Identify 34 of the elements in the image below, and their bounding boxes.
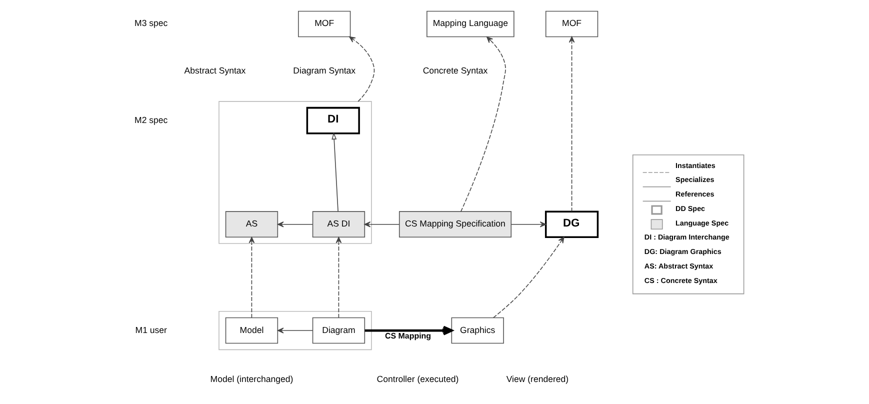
arrow	[568, 36, 575, 212]
arrow	[332, 132, 338, 212]
arrow	[248, 236, 255, 318]
arrow	[277, 328, 313, 334]
node-box: AS	[225, 211, 278, 238]
node-box: MOF	[298, 10, 351, 38]
arrow	[364, 221, 400, 228]
label: Model (interchanged)	[210, 374, 294, 384]
label: M2 spec	[134, 114, 168, 125]
arrow	[277, 221, 313, 228]
node-box: Graphics	[451, 317, 504, 344]
node-box: CS Mapping Specification	[398, 211, 512, 238]
node-box: MOF	[545, 10, 598, 38]
label: Concrete Syntax	[422, 65, 488, 76]
node-box: AS DI	[312, 211, 366, 238]
arrow	[349, 36, 375, 102]
node-box: Model	[225, 317, 278, 344]
label: Diagram Syntax	[293, 65, 356, 76]
arrow	[493, 236, 564, 318]
arrow	[510, 221, 546, 228]
node-box: Mapping Language	[426, 10, 514, 38]
label: M1 user	[135, 324, 167, 335]
label: View (rendered)	[506, 374, 569, 384]
arrow	[336, 236, 342, 318]
arrow	[364, 326, 453, 336]
edge-label: CS Mapping	[385, 331, 432, 340]
label: Controller (executed)	[376, 374, 459, 384]
node-box: Diagram	[312, 317, 366, 344]
label: Abstract Syntax	[184, 65, 246, 76]
node-box: DI	[306, 106, 360, 134]
node-box: DG	[544, 210, 599, 238]
label: M3 spec	[134, 18, 168, 28]
arrow	[460, 36, 506, 212]
cluster	[218, 310, 372, 350]
